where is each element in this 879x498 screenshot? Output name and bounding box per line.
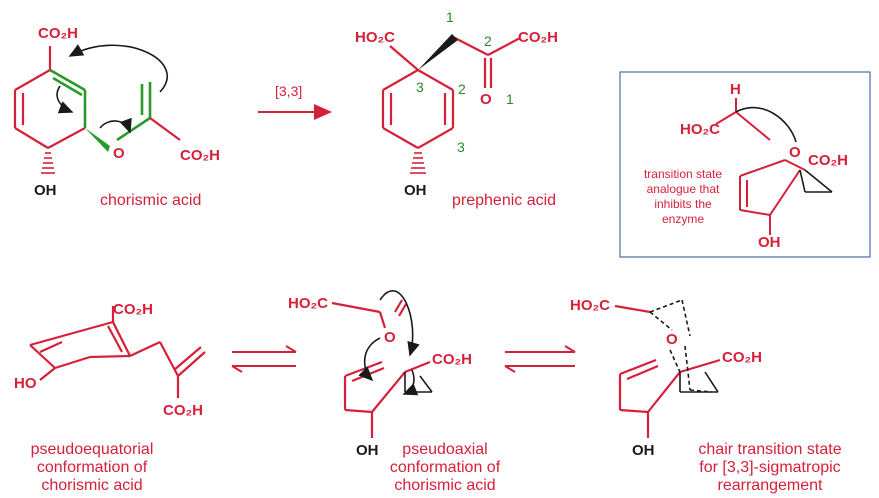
equilibrium-arrows-1	[231, 345, 297, 373]
wedge-bond	[85, 128, 110, 152]
reaction-label: [3,3]	[275, 83, 302, 99]
num-2-ring: 2	[458, 81, 466, 97]
pseudoequatorial-structure	[29, 306, 206, 398]
chair-label-1: chair transition state	[698, 441, 841, 458]
axial-co2h: CO₂H	[432, 351, 472, 368]
inset-h: H	[730, 81, 741, 98]
num-3-ring: 3	[416, 79, 424, 95]
chair-o: O	[666, 331, 678, 348]
chorismic-acid-structure	[13, 46, 86, 149]
equilibrium-arrows-2	[504, 345, 576, 373]
axial-label-2: conformation of	[390, 459, 501, 476]
curly-arrows-chorismic	[56, 44, 168, 134]
axial-label-1: pseudoaxial	[402, 441, 487, 458]
chorismic-acid-label: chorismic acid	[100, 192, 201, 209]
chair-label-2: for [3,3]-sigmatropic	[699, 459, 840, 476]
inset-co2h: CO₂H	[808, 152, 848, 169]
prephenic-keto-o: O	[480, 91, 492, 108]
axial-oh: OH	[356, 442, 379, 459]
equatorial-label-1: pseudoequatorial	[31, 441, 154, 458]
pseudoaxial-structure	[331, 299, 431, 438]
axial-label-3: chorismic acid	[394, 477, 495, 494]
chorismic-co2h-top: CO₂H	[38, 25, 78, 42]
axial-ho2c: HO₂C	[288, 295, 328, 312]
num-1-ring: 3	[457, 139, 465, 155]
prephenic-oh: OH	[404, 182, 427, 199]
prephenic-co2h: CO₂H	[518, 29, 558, 46]
inset-o: O	[789, 144, 801, 161]
inset-structure	[715, 98, 806, 235]
chorismic-oh: OH	[34, 182, 57, 199]
prephenic-acid-label: prephenic acid	[452, 192, 556, 209]
inset-caption-1: transition state	[644, 167, 722, 181]
inset-box	[619, 71, 871, 258]
inset-ho2c: HO₂C	[680, 121, 720, 138]
inset-caption-4: enzyme	[662, 212, 704, 226]
inset-caption-2: analogue that	[647, 182, 720, 196]
prephenic-acid-structure	[381, 37, 521, 149]
inset-caption-3: inhibits the	[654, 197, 712, 211]
equatorial-ho: HO	[14, 375, 37, 392]
inset-oh: OH	[758, 234, 781, 251]
num-3-top: 1	[446, 9, 454, 25]
chair-oh: OH	[632, 442, 655, 459]
equatorial-label-3: chorismic acid	[41, 477, 142, 494]
equatorial-co2h-bottom: CO₂H	[163, 402, 203, 419]
hashed-bond	[41, 152, 55, 174]
prephenic-wedge	[418, 34, 458, 70]
chair-ts-structure	[614, 304, 721, 438]
chorismic-co2h-side: CO₂H	[180, 147, 220, 164]
axial-o: O	[384, 329, 396, 346]
prephenic-ho2c: HO₂C	[355, 29, 395, 46]
num-1-top: 1	[506, 91, 514, 107]
chorismic-ether-o: O	[113, 145, 125, 162]
equatorial-label-2: conformation of	[37, 459, 148, 476]
chair-ho2c: HO₂C	[570, 297, 610, 314]
num-2-top: 2	[484, 33, 492, 49]
equatorial-co2h-top: CO₂H	[113, 301, 153, 318]
chair-label-3: rearrangement	[718, 477, 824, 494]
chorismic-highlight-bonds	[49, 68, 152, 142]
chair-co2h: CO₂H	[722, 349, 762, 366]
